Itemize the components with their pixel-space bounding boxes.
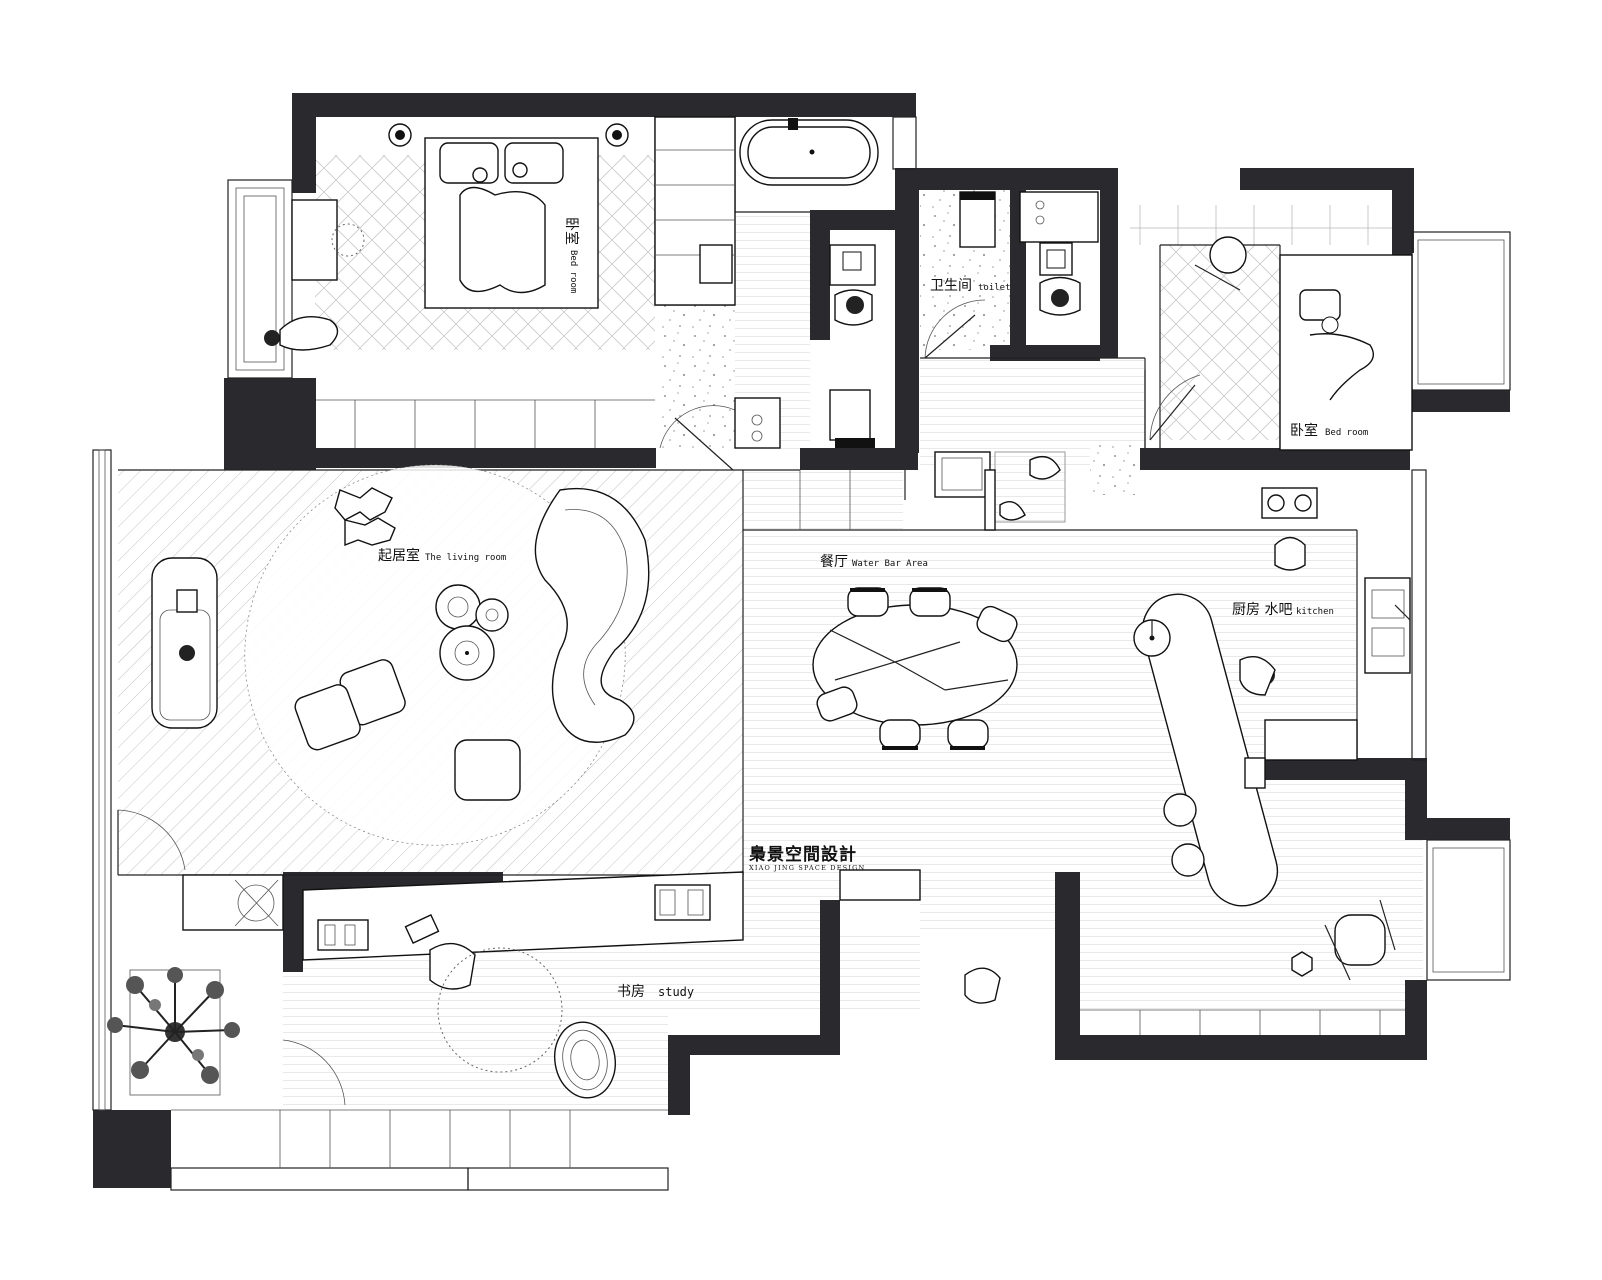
toilet-label: 卫生间 [930,278,972,294]
second-bedroom-furniture [1144,236,1413,451]
master-bedroom-furniture [264,116,736,471]
master-bedroom-label-en: Bed room [568,250,578,293]
plant-icon [107,967,240,1096]
study-label-en: study [658,985,694,999]
kitchen-label-en: kitchen [1296,607,1334,617]
living-room-label-en: The living room [425,553,506,563]
second-bedroom-label-en: Bed room [1325,428,1368,438]
living-room-furniture [117,464,650,875]
living-room-label: 起居室 [378,547,420,564]
study-furniture [107,869,1001,1168]
kitchen-label: 厨房 水吧 [1232,602,1292,618]
toilet-fixtures [924,191,1099,531]
dining-label: 餐厅 [820,554,848,570]
brand-logo-cn: 梟景空間設計 [748,844,857,865]
toilet-label-en: toilet [978,283,1011,293]
labels: 卧室 Bed room 卫生间 toilet 卧室 Bed room 起居室 T… [378,217,1368,1000]
master-bedroom-label: 卧室 [563,217,580,245]
windows [92,116,1511,1191]
master-bath-fixtures [734,118,879,449]
second-bedroom-label: 卧室 [1290,422,1318,439]
dining-furniture [799,470,1018,750]
dining-label-en: Water Bar Area [852,559,928,569]
kitchen-furniture [1080,487,1411,1035]
walls [93,93,1510,1188]
study-label: 书房 [617,984,645,1000]
brand-logo-en: XIAO JING SPACE DESIGN [749,864,865,872]
